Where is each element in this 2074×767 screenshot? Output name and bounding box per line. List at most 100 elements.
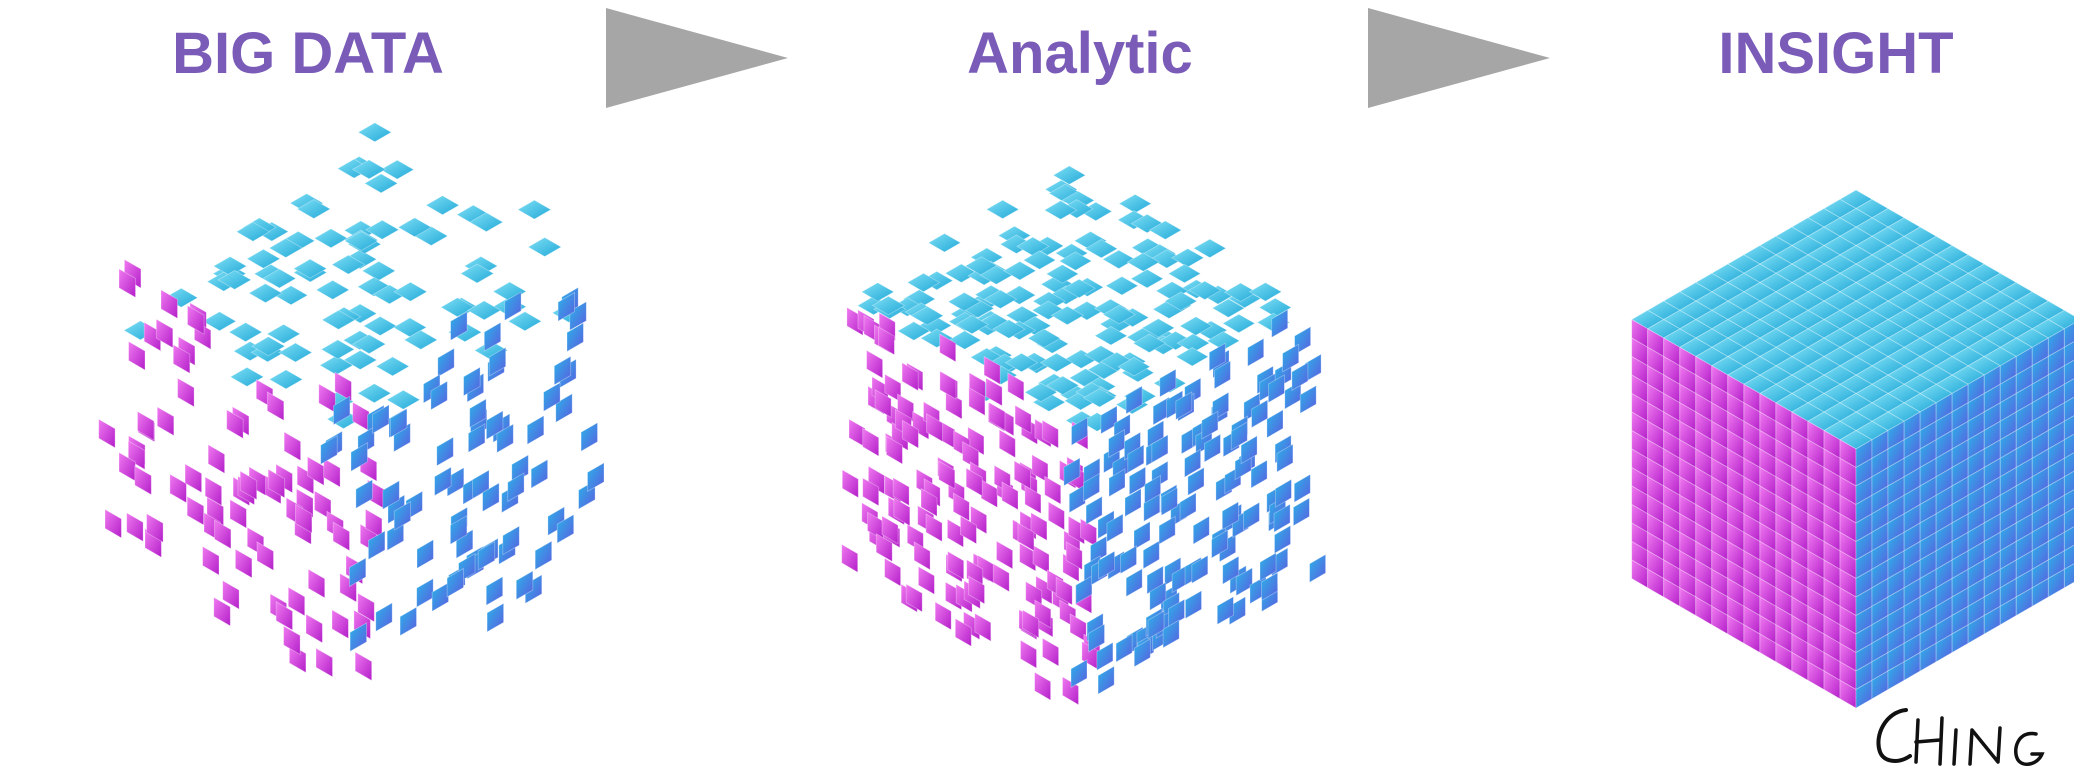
cube-tile bbox=[968, 575, 985, 605]
cube-tile bbox=[434, 466, 452, 497]
cube-tile bbox=[998, 429, 1016, 459]
cube-tile bbox=[1243, 501, 1260, 531]
cube-tile bbox=[1261, 571, 1278, 602]
cube-tile bbox=[1075, 575, 1093, 605]
cube-tile bbox=[118, 268, 136, 299]
cube-tile bbox=[906, 272, 941, 293]
cube-tile bbox=[256, 541, 274, 571]
cube-tile bbox=[278, 342, 313, 363]
cube-tile bbox=[437, 347, 455, 378]
cube-tile bbox=[1024, 485, 1042, 515]
cube-tile bbox=[1045, 264, 1080, 284]
cube-tile bbox=[287, 586, 306, 617]
cube-tile bbox=[920, 328, 954, 348]
cube-tile bbox=[1293, 473, 1311, 503]
cube-tile bbox=[266, 391, 285, 422]
cube-tile bbox=[1158, 330, 1193, 351]
cube-tile bbox=[954, 617, 972, 647]
cube-tile bbox=[983, 289, 1018, 309]
cube-tile bbox=[450, 311, 468, 341]
cube-tile bbox=[1088, 623, 1105, 653]
cube-tile bbox=[526, 415, 545, 445]
cube-tile bbox=[184, 463, 203, 494]
arrow-right-icon bbox=[606, 8, 788, 108]
cube-tile bbox=[1275, 478, 1292, 508]
cube-tile bbox=[1208, 342, 1226, 372]
cube-tile bbox=[1071, 416, 1088, 446]
cube-tile bbox=[1097, 665, 1115, 695]
cube-tile bbox=[1164, 291, 1198, 311]
cube-tile bbox=[1048, 501, 1065, 531]
cube-tile bbox=[1022, 609, 1040, 639]
cube-tile bbox=[927, 233, 962, 253]
cube-tile bbox=[543, 382, 561, 412]
cube-tile bbox=[449, 515, 468, 545]
cube-tile bbox=[988, 401, 1006, 431]
cube-tile bbox=[320, 339, 356, 360]
cube-tile bbox=[246, 248, 281, 269]
cube-tile bbox=[375, 602, 393, 633]
cube-tile bbox=[169, 473, 187, 504]
cube-tile bbox=[283, 625, 301, 656]
cube-tile bbox=[1191, 554, 1209, 584]
cube-tile bbox=[1117, 356, 1151, 377]
cube-tile bbox=[1276, 443, 1294, 473]
cube-tile bbox=[553, 355, 572, 386]
cube-tile bbox=[332, 521, 350, 552]
cube-tile bbox=[965, 467, 983, 497]
cube-tile bbox=[1248, 282, 1283, 302]
cube-tile bbox=[386, 389, 421, 410]
cube-tile bbox=[511, 454, 529, 485]
cube-tile bbox=[2063, 415, 2074, 441]
cube-tile bbox=[214, 519, 232, 550]
cube-tile bbox=[862, 477, 880, 507]
cube-tile bbox=[866, 349, 883, 379]
cube-tile bbox=[913, 541, 931, 571]
cube-tile bbox=[507, 311, 543, 332]
cube-tile bbox=[1022, 250, 1057, 270]
cube-tile bbox=[1062, 278, 1096, 299]
cube-tile bbox=[996, 540, 1013, 570]
cube-tile bbox=[307, 456, 325, 486]
cube-tile bbox=[1273, 503, 1291, 533]
cube-tile bbox=[1004, 352, 1039, 373]
cube-tile bbox=[1068, 484, 1086, 514]
cube-tile bbox=[939, 370, 957, 400]
cube-tile bbox=[229, 366, 265, 387]
cube-tile bbox=[357, 383, 392, 404]
cube-tile bbox=[440, 297, 475, 318]
cube-tile bbox=[280, 230, 316, 251]
cube-tile bbox=[517, 199, 552, 220]
cube-tile bbox=[296, 199, 331, 219]
cube-tile bbox=[1034, 599, 1052, 629]
cube-tile bbox=[323, 457, 341, 488]
cube-tile bbox=[292, 258, 328, 279]
cube-tile bbox=[163, 287, 199, 308]
cube-tile bbox=[1133, 520, 1151, 551]
cube-tile bbox=[268, 238, 303, 258]
cube-tile bbox=[186, 495, 205, 526]
cube-tile bbox=[296, 488, 314, 519]
cube-tile bbox=[1115, 633, 1133, 663]
cube-tile bbox=[507, 472, 525, 503]
cube-tile bbox=[1065, 541, 1083, 571]
cube-analytic bbox=[841, 165, 1326, 706]
cube-tile bbox=[348, 557, 367, 588]
cube-tile bbox=[1271, 308, 1289, 339]
cube-tile bbox=[1187, 466, 1205, 496]
cube-tile bbox=[126, 512, 144, 543]
cube-tile bbox=[356, 276, 392, 297]
cube-tile bbox=[331, 254, 366, 275]
cube-tile bbox=[436, 436, 454, 467]
cube-tile bbox=[892, 477, 910, 507]
cube-tile bbox=[375, 356, 410, 377]
cube-tile bbox=[1052, 165, 1087, 185]
cube-tile bbox=[1216, 596, 1234, 626]
cube-tile bbox=[1019, 542, 1036, 572]
cube-tile bbox=[128, 340, 146, 371]
cube-tile bbox=[1204, 433, 1221, 463]
cube-tile bbox=[403, 329, 438, 350]
cube-tile bbox=[390, 408, 408, 438]
cube-tile bbox=[1102, 304, 1136, 325]
cube-tile bbox=[985, 377, 1003, 407]
